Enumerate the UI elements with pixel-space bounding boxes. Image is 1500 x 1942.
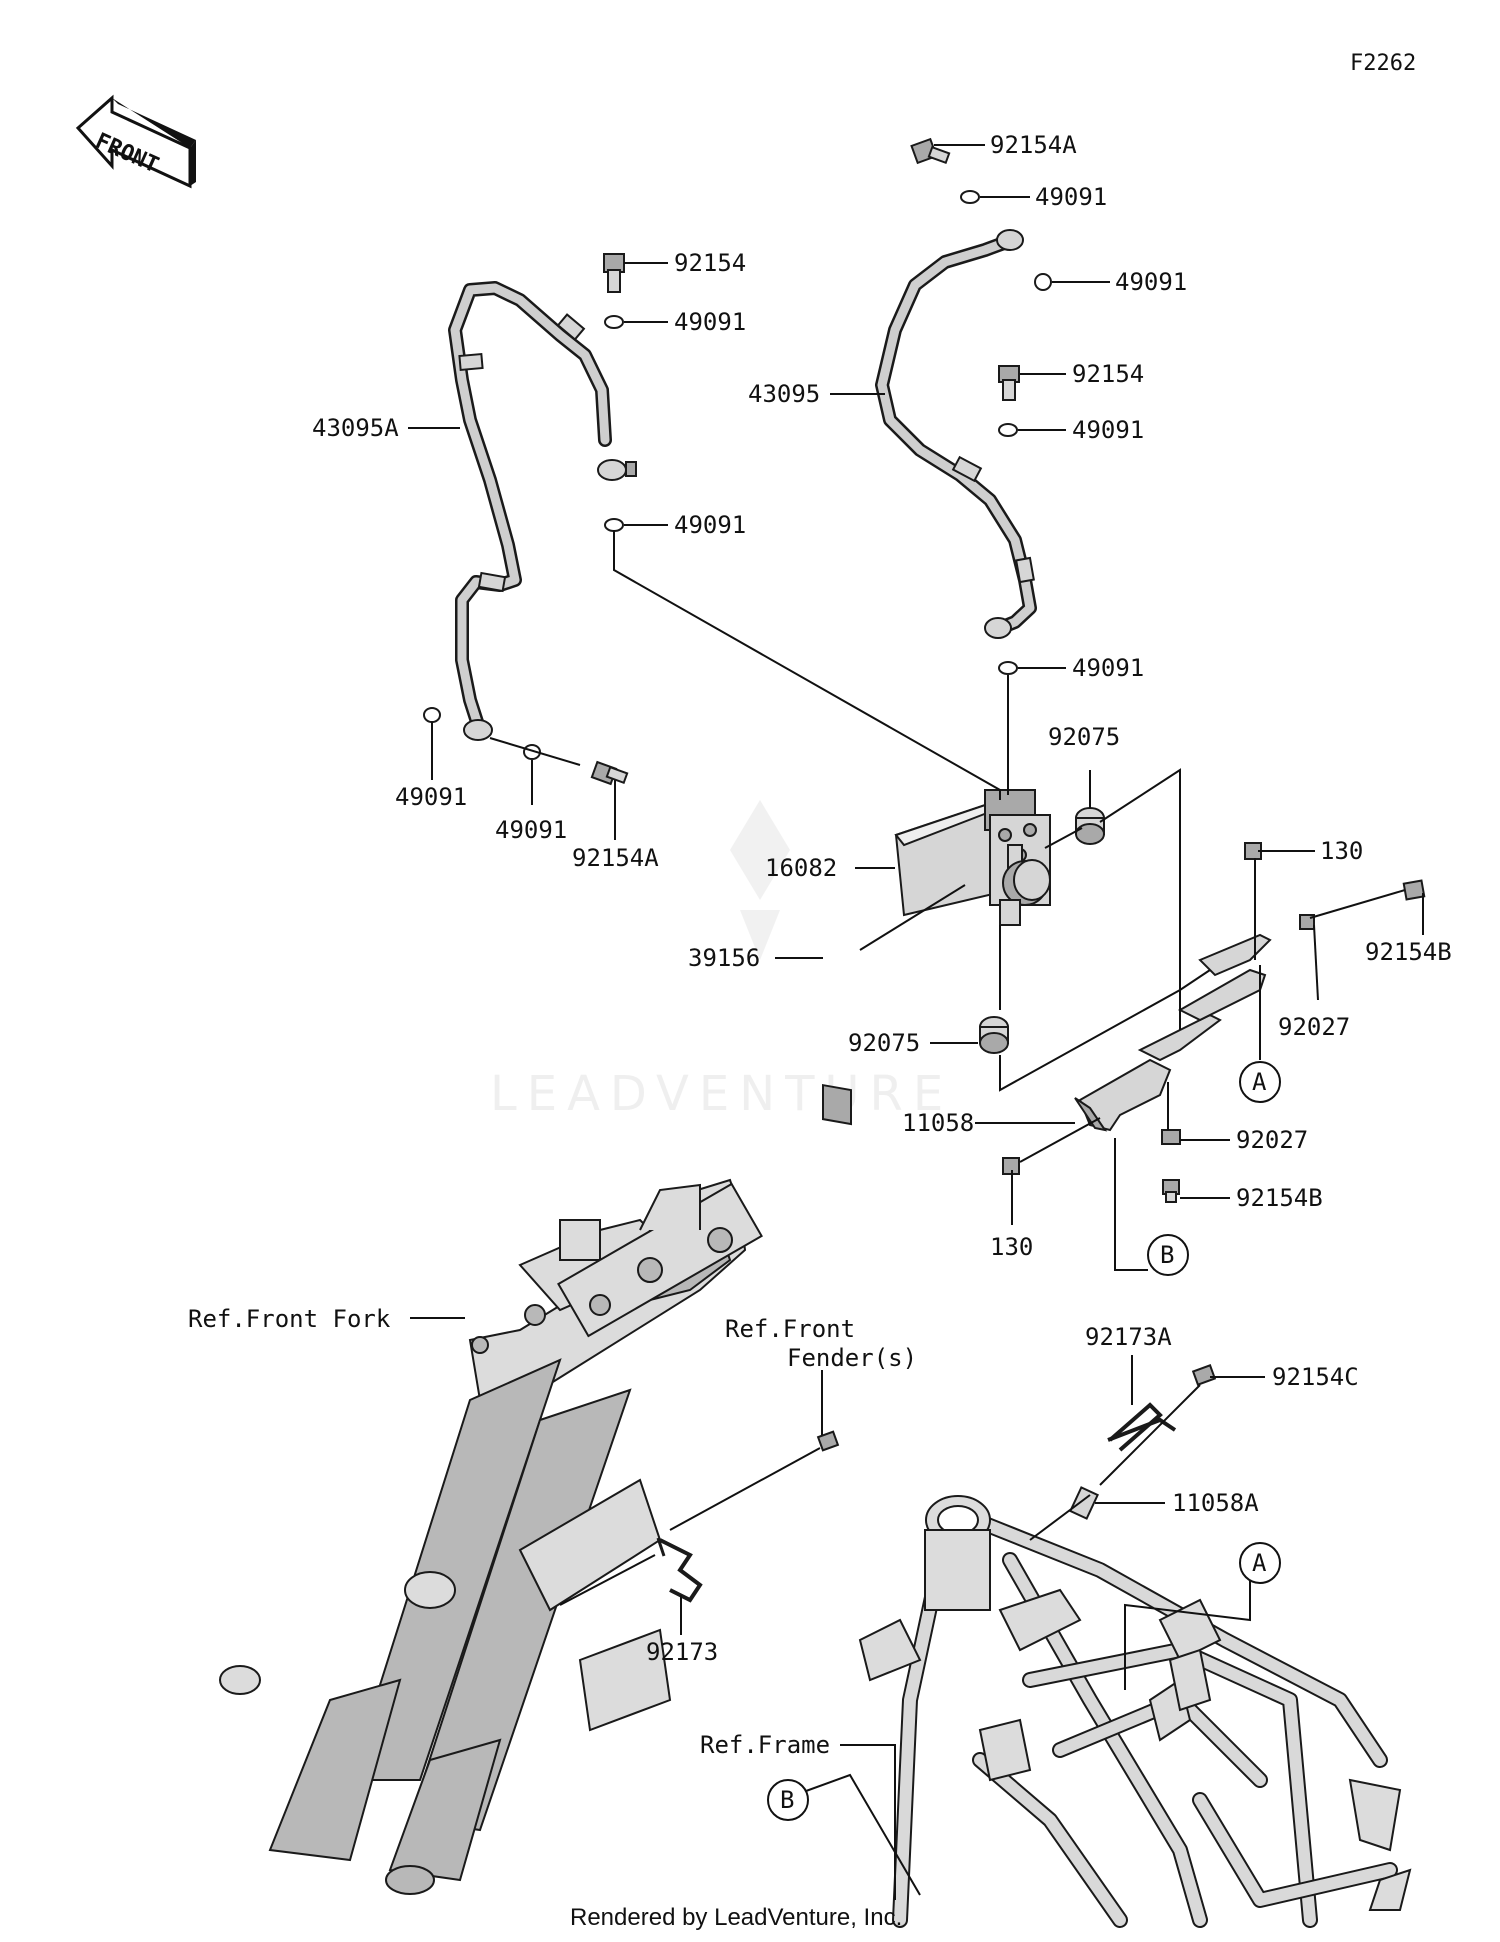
callout-11058A: 11058A	[1172, 1489, 1259, 1517]
washer-49091-g-icon	[423, 707, 441, 723]
watermark-text: LEADVENTURE	[490, 1066, 953, 1122]
callout-92027-right: 92027	[1278, 1013, 1350, 1041]
callout-92154A-top: 92154A	[990, 131, 1077, 159]
callout-43095: 43095	[748, 380, 820, 408]
callout-11058: 11058	[902, 1109, 974, 1137]
washer-49091-b-icon	[1034, 273, 1052, 291]
callout-49091-e: 49091	[674, 308, 746, 336]
washer-49091-d-icon	[998, 661, 1018, 675]
right-bracket-hardware	[1002, 842, 1426, 1203]
fender-hardware	[656, 1430, 840, 1603]
bracket-11058	[1074, 933, 1272, 1132]
footer-credit: Rendered by LeadVenture, Inc.	[570, 1904, 902, 1931]
bolt-92154C-icon	[1191, 1364, 1217, 1386]
callout-130-bottom: 130	[990, 1233, 1033, 1261]
callout-92173A: 92173A	[1085, 1323, 1172, 1351]
callout-16082: 16082	[765, 854, 837, 882]
callout-92075-bottom: 92075	[848, 1029, 920, 1057]
callout-49091-c: 49091	[1072, 416, 1144, 444]
ref-b-bottom-label: B	[780, 1786, 794, 1814]
ref-a-bottom-circle	[1239, 1542, 1281, 1584]
watermark: LEADVENTURE	[490, 800, 953, 1122]
callout-130-top: 130	[1320, 837, 1363, 865]
bolt-92154-right-shank	[1002, 379, 1016, 401]
sensor-39156-icon	[822, 1083, 852, 1126]
callout-92154B-right: 92154B	[1365, 938, 1452, 966]
ref-b-top-label: B	[1160, 1241, 1174, 1269]
callout-92173: 92173	[646, 1638, 718, 1666]
ref-a-top-circle	[1239, 1061, 1281, 1103]
leader-lines	[408, 144, 1424, 1900]
callout-49091-h: 49091	[495, 816, 567, 844]
callout-92154A-bottom: 92154A	[572, 844, 659, 872]
clip-92173-icon	[659, 1538, 703, 1603]
left-hose-hardware	[423, 253, 629, 786]
callout-49091-a: 49091	[1035, 183, 1107, 211]
front-arrow: FRONT	[75, 94, 196, 189]
callout-92154-left: 92154	[674, 249, 746, 277]
bolt-92154B-right-icon	[1402, 879, 1426, 901]
watermark-logo-lower-icon	[740, 910, 780, 960]
collar-11058A-icon	[1069, 1486, 1099, 1520]
callout-92154C: 92154C	[1272, 1363, 1359, 1391]
grommet-92075-bottom	[979, 1016, 1009, 1054]
front-arrow-side	[190, 140, 196, 186]
washer-49091-a-icon	[960, 190, 980, 204]
callout-92154B-bottom: 92154B	[1236, 1184, 1323, 1212]
callout-43095A: 43095A	[312, 414, 399, 442]
right-hose-hardware	[910, 137, 1052, 675]
washer-49091-f-icon	[604, 518, 624, 532]
watermark-logo-icon	[730, 800, 790, 900]
callout-49091-g: 49091	[395, 783, 467, 811]
ref-front-fork: Ref.Front Fork	[188, 1305, 391, 1333]
ref-a-top-label: A	[1252, 1068, 1267, 1096]
callout-49091-d: 49091	[1072, 654, 1144, 682]
front-fork-assembly	[219, 1178, 763, 1895]
diagram-code: F2262	[1350, 51, 1416, 76]
front-arrow-shadow	[112, 98, 196, 148]
clamp-92173A-icon	[1108, 1402, 1163, 1452]
ref-front-fender-line2: Fender(s)	[787, 1344, 917, 1372]
callout-92075-top: 92075	[1048, 723, 1120, 751]
washer-49091-c-icon	[998, 423, 1018, 437]
callout-49091-b: 49091	[1115, 268, 1187, 296]
frame-hardware	[1069, 1364, 1217, 1520]
bolt-92154A-top-shank	[927, 145, 951, 165]
grommet-92075-top	[1075, 807, 1105, 845]
washer-49091-e-icon	[604, 315, 624, 329]
frame-assembly	[858, 1495, 1412, 1928]
bolt-92154A-bottom-shank	[605, 765, 629, 785]
ref-front-fender-line1: Ref.Front	[725, 1315, 855, 1343]
collar-92027-bottom-icon	[1161, 1129, 1181, 1145]
callout-92154-right: 92154	[1072, 360, 1144, 388]
bolt-fender-icon	[816, 1430, 840, 1452]
ref-b-bottom-circle	[767, 1779, 809, 1821]
ref-frame: Ref.Frame	[700, 1731, 830, 1759]
callout-labels: 92154A 49091 49091 43095 92154 49091 490…	[188, 131, 1452, 1821]
callout-49091-f: 49091	[674, 511, 746, 539]
callout-39156: 39156	[688, 944, 760, 972]
callout-92027-bottom: 92027	[1236, 1126, 1308, 1154]
ref-a-bottom-label: A	[1252, 1549, 1267, 1577]
ref-b-top-circle	[1147, 1234, 1189, 1276]
hose-43095A	[448, 281, 637, 741]
abs-unit-16082	[894, 789, 1051, 926]
hose-43095	[875, 229, 1037, 639]
bolt-92154-left-shank	[607, 269, 621, 293]
